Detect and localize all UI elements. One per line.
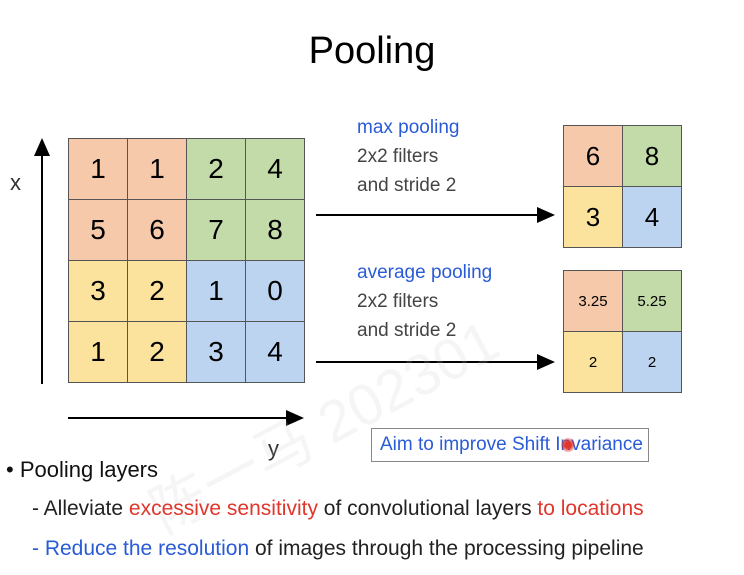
input-cell: 3: [186, 321, 246, 383]
y-axis-label: y: [268, 436, 279, 461]
input-cell: 1: [186, 260, 246, 322]
input-cell: 2: [127, 260, 187, 322]
input-cell: 1: [68, 321, 128, 383]
bullet-alleviate-highlight-2: to locations: [537, 497, 644, 520]
input-grid: 1 1 2 4 5 6 7 8 3 2 1 0 1 2 3 4: [68, 138, 305, 383]
average-pooling-filter-text: 2x2 filters: [357, 291, 439, 312]
input-cell: 8: [245, 199, 305, 261]
bullet-reduce-resolution: - Reduce the resolution of images throug…: [32, 537, 644, 561]
avg-result-cell: 2: [563, 331, 623, 393]
average-pooling-result-grid: 3.25 5.25 2 2: [563, 270, 682, 393]
bullet-alleviate: - Alleviate excessive sensitivity of con…: [32, 497, 644, 521]
max-result-cell: 6: [563, 125, 623, 187]
shift-invariance-note: Aim to improve Shift Invariance: [371, 428, 649, 462]
bullet-pooling-layers: • Pooling layers: [6, 457, 159, 482]
input-cell: 2: [186, 138, 246, 200]
max-pooling-result-grid: 6 8 3 4: [563, 125, 682, 248]
input-cell: 0: [245, 260, 305, 322]
input-cell: 4: [245, 321, 305, 383]
max-result-cell: 8: [622, 125, 682, 187]
avg-result-cell: 2: [622, 331, 682, 393]
bullet-reduce-rest: of images through the processing pipelin…: [249, 537, 644, 560]
bullet-alleviate-highlight-1: excessive sensitivity: [128, 497, 318, 520]
cursor-pointer-icon: [561, 437, 575, 453]
average-pooling-title: average pooling: [357, 262, 493, 283]
input-cell: 2: [127, 321, 187, 383]
max-pooling-title: max pooling: [357, 117, 460, 138]
input-cell: 1: [127, 138, 187, 200]
bullet-alleviate-prefix: - Alleviate: [32, 497, 129, 520]
avg-result-cell: 3.25: [563, 270, 623, 332]
input-cell: 3: [68, 260, 128, 322]
max-result-cell: 3: [563, 186, 623, 248]
input-cell: 4: [245, 138, 305, 200]
input-cell: 6: [127, 199, 187, 261]
input-cell: 1: [68, 138, 128, 200]
page-title: Pooling: [308, 30, 436, 72]
input-cell: 5: [68, 199, 128, 261]
bullet-alleviate-middle: of convolutional layers: [317, 497, 538, 520]
max-pooling-stride-text: and stride 2: [357, 175, 457, 196]
max-pooling-filter-text: 2x2 filters: [357, 146, 439, 167]
avg-result-cell: 5.25: [622, 270, 682, 332]
bullet-reduce-highlight: - Reduce the resolution: [32, 537, 250, 560]
x-axis-label: x: [10, 170, 21, 195]
input-cell: 7: [186, 199, 246, 261]
max-result-cell: 4: [622, 186, 682, 248]
average-pooling-stride-text: and stride 2: [357, 320, 457, 341]
